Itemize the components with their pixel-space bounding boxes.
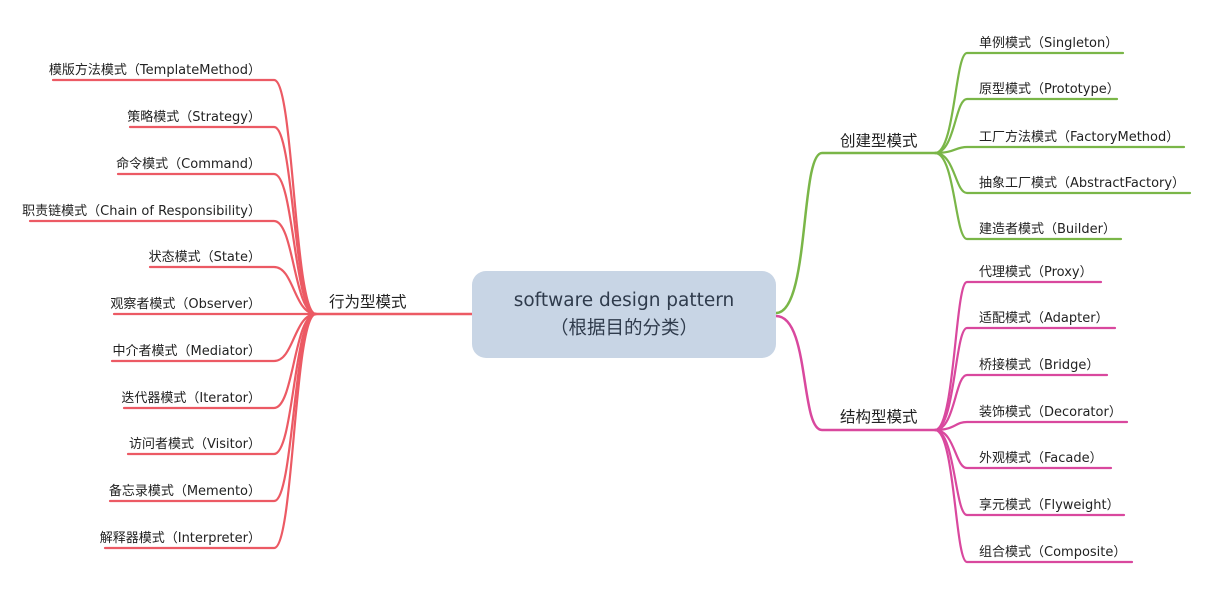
- connector-behavioral-2: [116, 172, 318, 316]
- connector-behavioral-4: [148, 265, 318, 316]
- leaf-creational-1[interactable]: 原型模式（Prototype）: [979, 82, 1120, 97]
- leaf-creational-0[interactable]: 单例模式（Singleton）: [979, 36, 1119, 51]
- leaf-behavioral-7[interactable]: 迭代器模式（Iterator）: [121, 391, 261, 406]
- connector-creational-0: [933, 51, 1125, 155]
- connector-root-creational: [774, 151, 937, 315]
- connector-behavioral-6: [110, 312, 318, 363]
- leaf-structural-2[interactable]: 桥接模式（Bridge）: [979, 358, 1100, 373]
- leaf-creational-3[interactable]: 抽象工厂模式（AbstractFactory）: [979, 176, 1186, 191]
- connector-root-structural: [774, 314, 937, 432]
- connector-structural-6: [933, 428, 1134, 564]
- leaf-creational-4[interactable]: 建造者模式（Builder）: [979, 222, 1116, 237]
- leaf-behavioral-0[interactable]: 模版方法模式（TemplateMethod）: [48, 63, 261, 78]
- leaf-structural-1[interactable]: 适配模式（Adapter）: [979, 311, 1109, 326]
- leaf-behavioral-6[interactable]: 中介者模式（Mediator）: [112, 344, 261, 359]
- connector-structural-0: [933, 280, 1103, 432]
- leaf-behavioral-9[interactable]: 备忘录模式（Memento）: [108, 484, 261, 499]
- leaf-structural-3[interactable]: 装饰模式（Decorator）: [979, 405, 1122, 420]
- leaf-behavioral-1[interactable]: 策略模式（Strategy）: [127, 110, 261, 125]
- root-title: software design pattern: [513, 289, 735, 311]
- connector-behavioral-3: [28, 219, 318, 316]
- leaf-structural-5[interactable]: 享元模式（Flyweight）: [979, 498, 1120, 513]
- connector-creational-4: [933, 151, 1123, 241]
- leaf-structural-6[interactable]: 组合模式（Composite）: [979, 545, 1127, 560]
- connector-behavioral-1: [128, 125, 318, 316]
- leaf-behavioral-8[interactable]: 访问者模式（Visitor）: [129, 437, 261, 452]
- leaf-behavioral-2[interactable]: 命令模式（Command）: [116, 157, 261, 172]
- leaf-behavioral-3[interactable]: 职责链模式（Chain of Responsibility）: [22, 204, 261, 219]
- connector-structural-2: [933, 373, 1109, 432]
- branch-creational[interactable]: 创建型模式: [840, 132, 918, 150]
- connector-creational-2: [933, 145, 1186, 155]
- leaf-behavioral-5[interactable]: 观察者模式（Observer）: [110, 297, 261, 312]
- root-subtitle: （根据目的分类）: [549, 317, 698, 339]
- connector-structural-4: [933, 428, 1113, 470]
- leaf-structural-4[interactable]: 外观模式（Facade）: [979, 451, 1103, 466]
- connector-behavioral-10: [103, 312, 318, 550]
- leaf-behavioral-4[interactable]: 状态模式（State）: [148, 250, 261, 265]
- connector-structural-1: [933, 326, 1117, 432]
- connector-structural-3: [933, 420, 1129, 432]
- branch-structural[interactable]: 结构型模式: [840, 408, 918, 426]
- branch-behavioral[interactable]: 行为型模式: [329, 293, 407, 311]
- leaf-behavioral-10[interactable]: 解释器模式（Interpreter）: [99, 531, 261, 546]
- leaf-structural-0[interactable]: 代理模式（Proxy）: [979, 265, 1093, 280]
- leaf-creational-2[interactable]: 工厂方法模式（FactoryMethod）: [979, 130, 1180, 145]
- connector-creational-1: [933, 97, 1119, 155]
- connector-creational-3: [933, 151, 1192, 195]
- root-node[interactable]: software design pattern （根据目的分类）: [472, 271, 776, 358]
